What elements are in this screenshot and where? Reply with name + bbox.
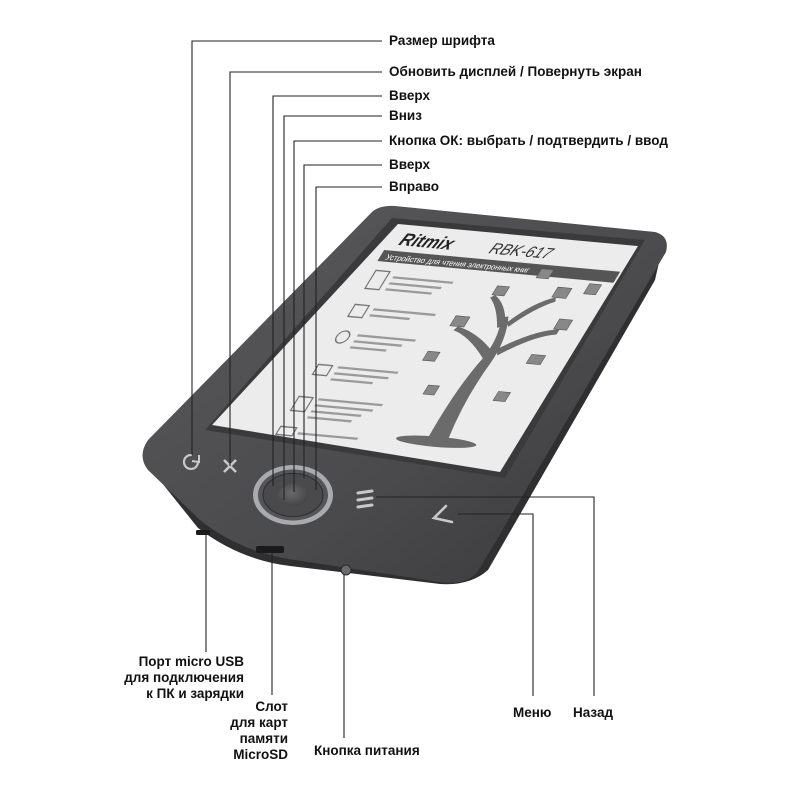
screen-model: RBK-617 bbox=[486, 240, 558, 262]
label-down: Вниз bbox=[389, 108, 422, 123]
screen-tree-illustration bbox=[396, 295, 560, 448]
label-up-2: Вверх bbox=[389, 157, 430, 172]
label-micro-usb-line2: для подключения bbox=[124, 670, 244, 685]
label-microsd-line3: памяти bbox=[239, 731, 288, 746]
label-right: Вправо bbox=[389, 179, 440, 194]
navigation-joystick[interactable] bbox=[253, 465, 333, 525]
menu-lines-icon bbox=[356, 489, 374, 509]
eink-screen bbox=[212, 224, 638, 472]
label-font-size: Размер шрифта bbox=[389, 33, 495, 48]
screen-brand: Ritmix bbox=[396, 229, 460, 253]
label-microsd-line2: для карт bbox=[230, 715, 288, 730]
screen-feature-lines bbox=[296, 276, 454, 440]
micro-usb-port[interactable] bbox=[196, 530, 210, 535]
back-button[interactable] bbox=[431, 504, 454, 524]
ereader-device: Ritmix RBK-617 Устройство для чтения эле… bbox=[142, 205, 667, 585]
screen-title-bar bbox=[377, 250, 621, 283]
label-micro-usb-line3: к ПК и зарядки bbox=[146, 686, 244, 701]
label-microsd-line1: Слот bbox=[255, 699, 288, 714]
ok-button[interactable] bbox=[278, 484, 308, 506]
label-micro-usb: Порт micro USB для подключения к ПК и за… bbox=[104, 654, 244, 702]
leader-lines-bottom bbox=[205, 496, 595, 738]
label-ok: Кнопка ОК: выбрать / подтвердить / ввод bbox=[389, 133, 668, 148]
rotate-arrow-icon bbox=[182, 453, 200, 471]
screen-book-icons bbox=[422, 268, 603, 402]
power-button[interactable] bbox=[340, 564, 352, 576]
label-micro-usb-line1: Порт micro USB bbox=[138, 654, 244, 669]
label-microsd-line4: MicroSD bbox=[233, 747, 288, 762]
label-up-1: Вверх bbox=[389, 88, 430, 103]
label-back: Назад bbox=[573, 705, 614, 720]
microsd-slot[interactable] bbox=[256, 546, 284, 553]
label-menu: Меню bbox=[513, 705, 552, 720]
leader-lines-top bbox=[191, 40, 382, 500]
label-power-button: Кнопка питания bbox=[314, 743, 420, 758]
back-chevron-icon bbox=[431, 504, 454, 524]
label-refresh-rotate: Обновить дисплей / Повернуть экран bbox=[389, 64, 642, 79]
label-microsd-slot: Слот для карт памяти MicroSD bbox=[198, 699, 288, 763]
menu-button[interactable] bbox=[356, 489, 374, 509]
font-size-button[interactable] bbox=[182, 453, 200, 471]
